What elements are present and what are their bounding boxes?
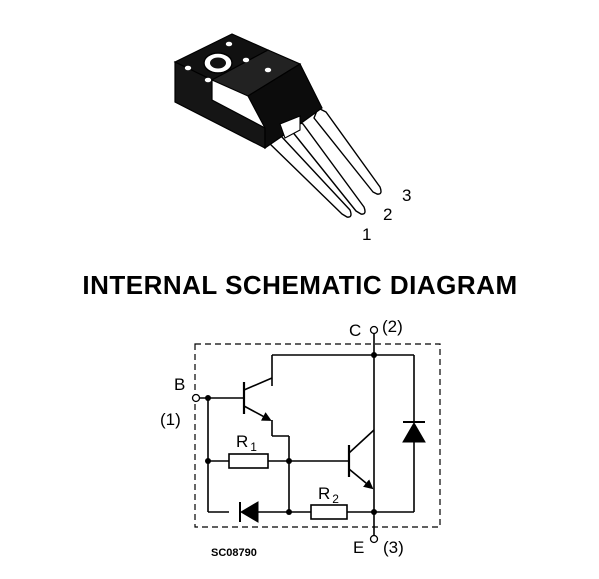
terminals bbox=[191, 325, 379, 544]
emitter-pin: (3) bbox=[383, 538, 404, 557]
emitter-letter: E bbox=[353, 538, 364, 557]
pin-label-1: 1 bbox=[362, 225, 371, 244]
diode-ce bbox=[402, 422, 426, 443]
package-outline bbox=[194, 343, 441, 528]
diagram-title: INTERNAL SCHEMATIC DIAGRAM bbox=[82, 270, 517, 300]
terminal-emitter bbox=[369, 534, 379, 544]
base-pin: (1) bbox=[160, 410, 181, 429]
collector-pin: (2) bbox=[382, 317, 403, 336]
package-leads bbox=[267, 107, 382, 218]
base-letter: B bbox=[174, 375, 185, 394]
resistor-r1 bbox=[228, 453, 269, 469]
junction-dots bbox=[205, 352, 377, 515]
terminal-collector bbox=[369, 325, 379, 335]
resistor-r2 bbox=[310, 504, 348, 520]
package-dimples bbox=[184, 41, 272, 99]
terminal-base bbox=[191, 393, 201, 403]
collector-letter: C bbox=[349, 321, 361, 340]
transistor-package: 1 2 3 bbox=[173, 33, 411, 244]
pin-label-3: 3 bbox=[402, 186, 411, 205]
internal-schematic bbox=[194, 333, 441, 535]
drawing-code: SC08790 bbox=[211, 547, 257, 559]
pin-label-2: 2 bbox=[383, 205, 392, 224]
diode-be bbox=[239, 501, 259, 523]
